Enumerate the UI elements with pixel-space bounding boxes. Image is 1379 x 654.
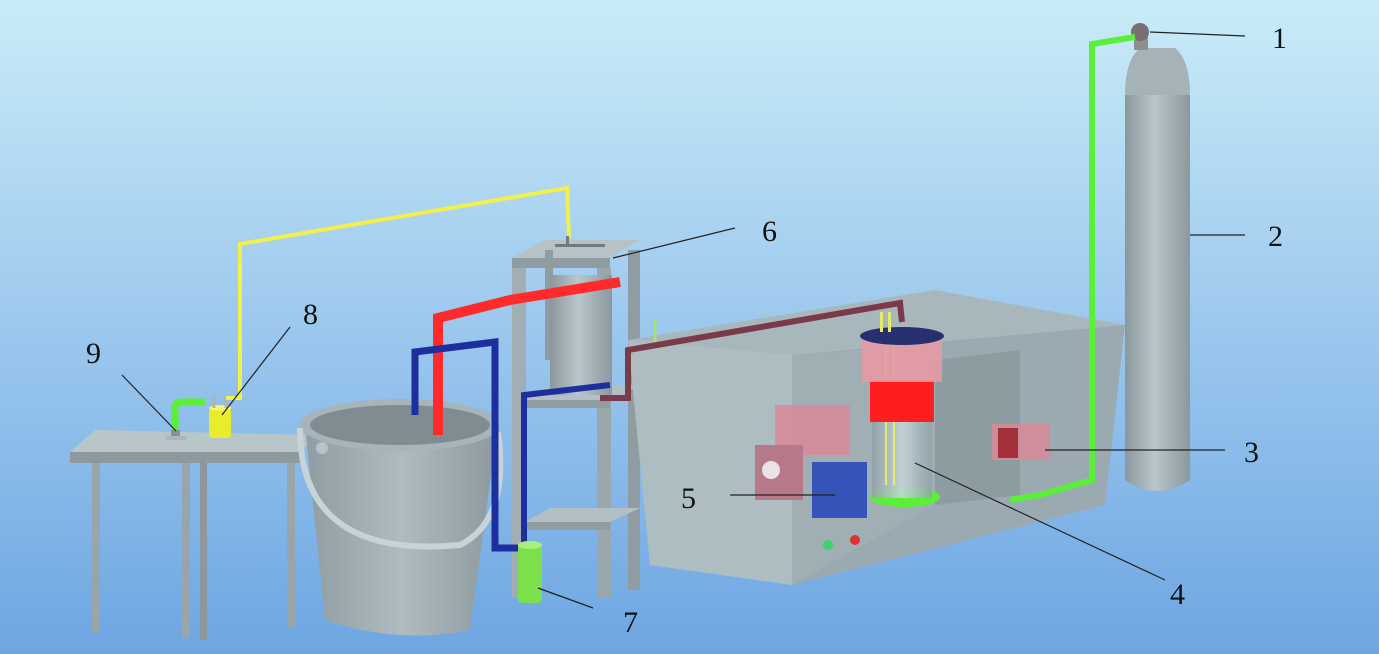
- label-8: 8: [303, 298, 318, 331]
- red-button: [850, 535, 860, 545]
- green-gas-pipe: [1009, 34, 1136, 503]
- label-4: 4: [1170, 578, 1185, 611]
- left-heater: [755, 405, 850, 500]
- label-3: 3: [1244, 436, 1259, 469]
- blue-return-pipe: [521, 382, 611, 542]
- label-2: 2: [1268, 220, 1283, 253]
- side-table: [70, 430, 318, 640]
- reactor-vessel: [860, 312, 944, 507]
- control-panel: [812, 462, 867, 518]
- water-pump: [518, 541, 542, 603]
- blue-cold-water-pipe: [411, 338, 518, 552]
- label-7: 7: [623, 606, 638, 639]
- label-9: 9: [86, 337, 101, 370]
- dark-red-pipe: [600, 299, 905, 401]
- gas-cylinder: [1125, 23, 1190, 491]
- gas-outlet-valve: [166, 398, 205, 440]
- right-heater: [992, 424, 1050, 460]
- label-6: 6: [762, 215, 777, 248]
- leader-lines: [121, 31, 1246, 609]
- green-button: [823, 540, 833, 550]
- water-bucket: [297, 399, 504, 636]
- label-1: 1: [1272, 22, 1287, 55]
- red-hot-water-pipe: [433, 277, 621, 435]
- label-5: 5: [681, 482, 696, 515]
